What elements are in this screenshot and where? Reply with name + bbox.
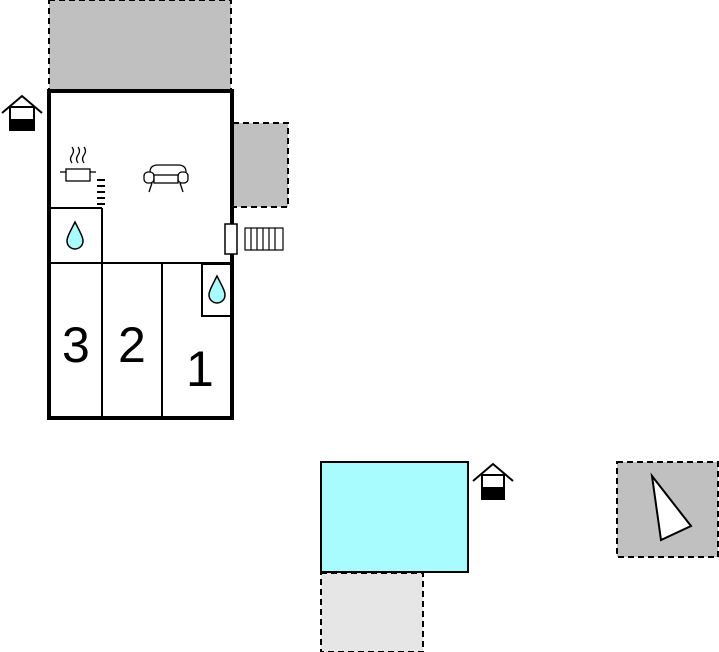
house-entrance-icon [472, 462, 514, 500]
door [224, 223, 238, 255]
house-entrance-icon [1, 94, 43, 131]
sofa-icon [143, 164, 189, 193]
terrace-top [48, 0, 232, 91]
stove-icon [97, 179, 105, 205]
room-label-1: 1 [186, 341, 214, 397]
pool [320, 461, 469, 573]
pool-terrace [320, 572, 424, 652]
radiator-icon [244, 227, 284, 251]
house-outline [47, 89, 234, 420]
room-label-2: 2 [118, 317, 146, 373]
room-label-3: 3 [62, 317, 90, 373]
water-drop-icon [208, 274, 226, 304]
interior-walls [49, 207, 232, 418]
north-arrow-icon [650, 472, 693, 542]
cooking-pot-icon [60, 146, 96, 182]
water-drop-icon [66, 220, 84, 250]
terrace-side [232, 122, 289, 208]
